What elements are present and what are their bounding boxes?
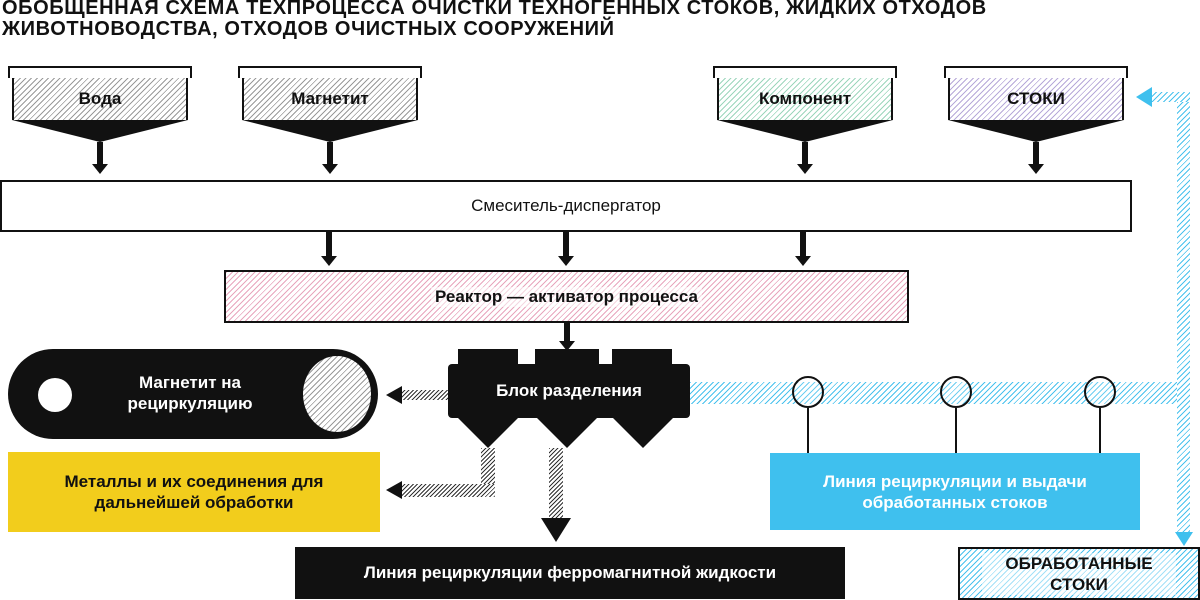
hopper-component-label: Компонент	[758, 89, 852, 108]
treated-outflow-label: ОБРАБОТАННЫЕ СТОКИ	[982, 552, 1176, 595]
blue-vertical-pipe	[1177, 96, 1190, 536]
arrow-mixer-reactor-1	[321, 232, 337, 266]
recirc-output-box: Линия рециркуляции и выдачи обработанных…	[770, 453, 1140, 530]
arrow-to-metals	[386, 481, 402, 499]
mixer-label: Смеситель-диспергатор	[471, 196, 661, 215]
arrow-mixer-reactor-3	[795, 232, 811, 266]
metals-pipe-horizontal	[400, 484, 495, 497]
metals-box: Металлы и их соединения для дальнейшей о…	[8, 452, 380, 532]
ferro-pipe-vertical	[549, 448, 563, 520]
treated-outflow-box: ОБРАБОТАННЫЕ СТОКИ	[958, 547, 1200, 600]
mixer-disperser: Смеситель-диспергатор	[0, 180, 1132, 232]
recirc-output-label: Линия рециркуляции и выдачи обработанных…	[823, 471, 1087, 512]
magnetite-pipe	[400, 390, 448, 400]
reactor-activator: Реактор — активатор процесса	[224, 270, 909, 323]
hopper-wastewater-label: СТОКИ	[1007, 89, 1065, 108]
arrow-mixer-reactor-2	[558, 232, 574, 266]
arrow-to-magnetite	[386, 386, 402, 404]
blue-return-pipe	[1150, 92, 1190, 102]
separation-label: Блок разделения	[496, 381, 642, 400]
arrow-to-ferro-line	[541, 518, 571, 542]
ferro-line-label: Линия рециркуляции ферромагнитной жидкос…	[363, 563, 777, 582]
diagram-title: ОБОБЩЕННАЯ СХЕМА ТЕХПРОЦЕССА ОЧИСТКИ ТЕХ…	[2, 0, 987, 40]
hopper-water-label: Вода	[78, 89, 122, 108]
ferro-line-box: Линия рециркуляции ферромагнитной жидкос…	[295, 547, 845, 599]
reactor-label: Реактор — активатор процесса	[431, 286, 702, 307]
hopper-magnetite-label: Магнетит	[291, 89, 369, 108]
blue-arrow-to-stoki	[1136, 87, 1152, 107]
blue-arrow-to-treated	[1175, 532, 1193, 546]
metals-label: Металлы и их соединения для дальнейшей о…	[64, 472, 324, 512]
magnetite-recirc-label: Магнетит на рециркуляцию	[127, 373, 253, 413]
arrow-reactor-separation	[559, 323, 575, 351]
